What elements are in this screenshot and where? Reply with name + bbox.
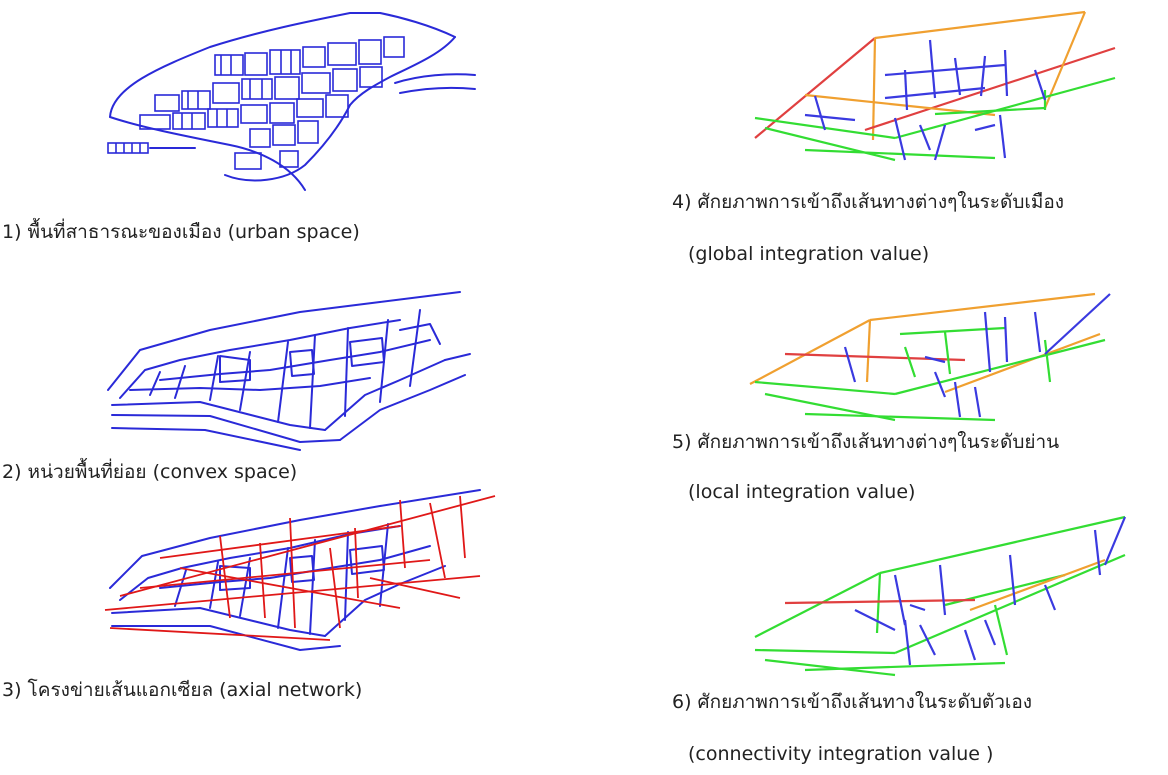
connectivity-map bbox=[754, 515, 1127, 677]
caption-local-integration-line2: (local integration value) bbox=[688, 481, 916, 503]
global-integration-map bbox=[754, 10, 1116, 162]
panel-axial-network bbox=[100, 488, 500, 658]
caption-local-integration-line1: 5) ศักยภาพการเข้าถึงเส้นทางต่างๆในระดับย… bbox=[672, 431, 1060, 453]
urban-space-map bbox=[107, 12, 476, 191]
caption-connectivity-line2: (connectivity integration value ) bbox=[688, 743, 994, 765]
caption-global-integration-line2: (global integration value) bbox=[688, 243, 930, 265]
caption-convex-space: 2) หน่วยพื้นที่ย่อย (convex space) bbox=[2, 461, 298, 483]
panel-local-integration bbox=[745, 292, 1125, 422]
panel-convex-space bbox=[100, 290, 480, 455]
caption-axial-network: 3) โครงข่ายเส้นแอกเซียล (axial network) bbox=[2, 679, 363, 701]
caption-global-integration-line1: 4) ศักยภาพการเข้าถึงเส้นทางต่างๆในระดับเ… bbox=[672, 191, 1065, 213]
convex-space-map bbox=[107, 291, 471, 451]
panel-urban-space bbox=[100, 5, 480, 200]
caption-urban-space: 1) พื้นที่สาธารณะของเมือง (urban space) bbox=[2, 221, 360, 243]
panel-global-integration bbox=[745, 10, 1125, 170]
local-integration-map bbox=[749, 292, 1111, 422]
panel-connectivity bbox=[745, 515, 1135, 677]
caption-connectivity-line1: 6) ศักยภาพการเข้าถึงเส้นทางในระดับตัวเอง bbox=[672, 691, 1033, 713]
axial-network-map bbox=[104, 489, 496, 651]
